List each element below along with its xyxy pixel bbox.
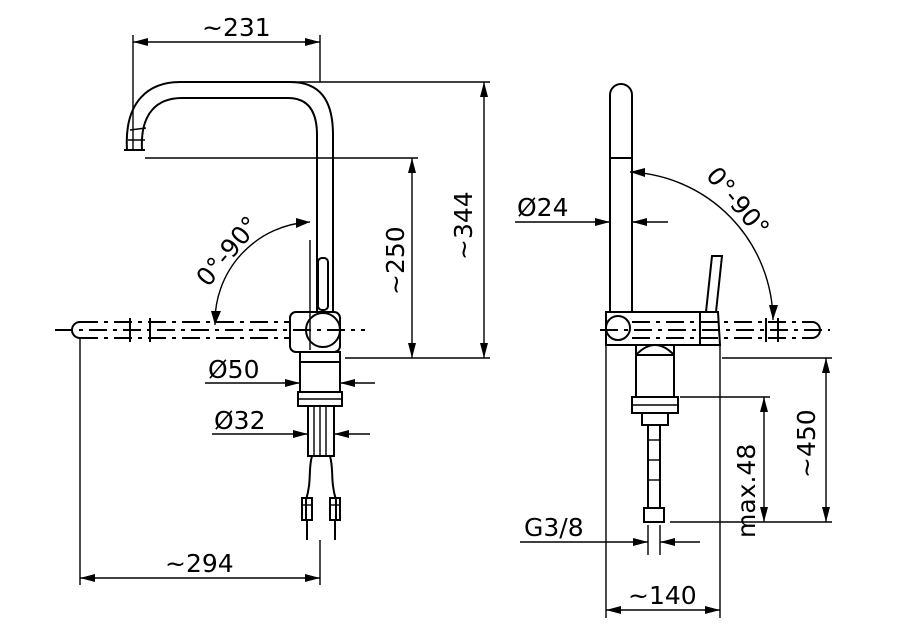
dim-body-diameter: Ø50 xyxy=(208,355,260,384)
side-view xyxy=(600,83,830,523)
dim-spout-height: ~250 xyxy=(381,226,410,295)
lever-side xyxy=(705,255,724,313)
dim-thread: G3/8 xyxy=(524,513,584,542)
dim-depth: ~140 xyxy=(628,581,697,610)
dim-hose-length-left: ~294 xyxy=(165,549,234,578)
dim-rotation-left: 0°-90° xyxy=(190,211,265,292)
dim-spout-reach: ~231 xyxy=(202,13,271,42)
dim-total-height: ~344 xyxy=(449,191,478,260)
front-view xyxy=(55,81,365,540)
dim-spout-diameter: Ø24 xyxy=(517,193,569,222)
dim-rotation-right: 0°-90° xyxy=(700,161,775,242)
dim-max-thickness: max.48 xyxy=(732,444,761,538)
spout-inner xyxy=(140,97,318,312)
lever xyxy=(317,257,329,311)
dim-shank-diameter: Ø32 xyxy=(214,406,266,435)
dim-hose-length-right: ~450 xyxy=(792,409,821,478)
spout-side xyxy=(609,83,633,312)
spout-outer xyxy=(125,81,334,312)
